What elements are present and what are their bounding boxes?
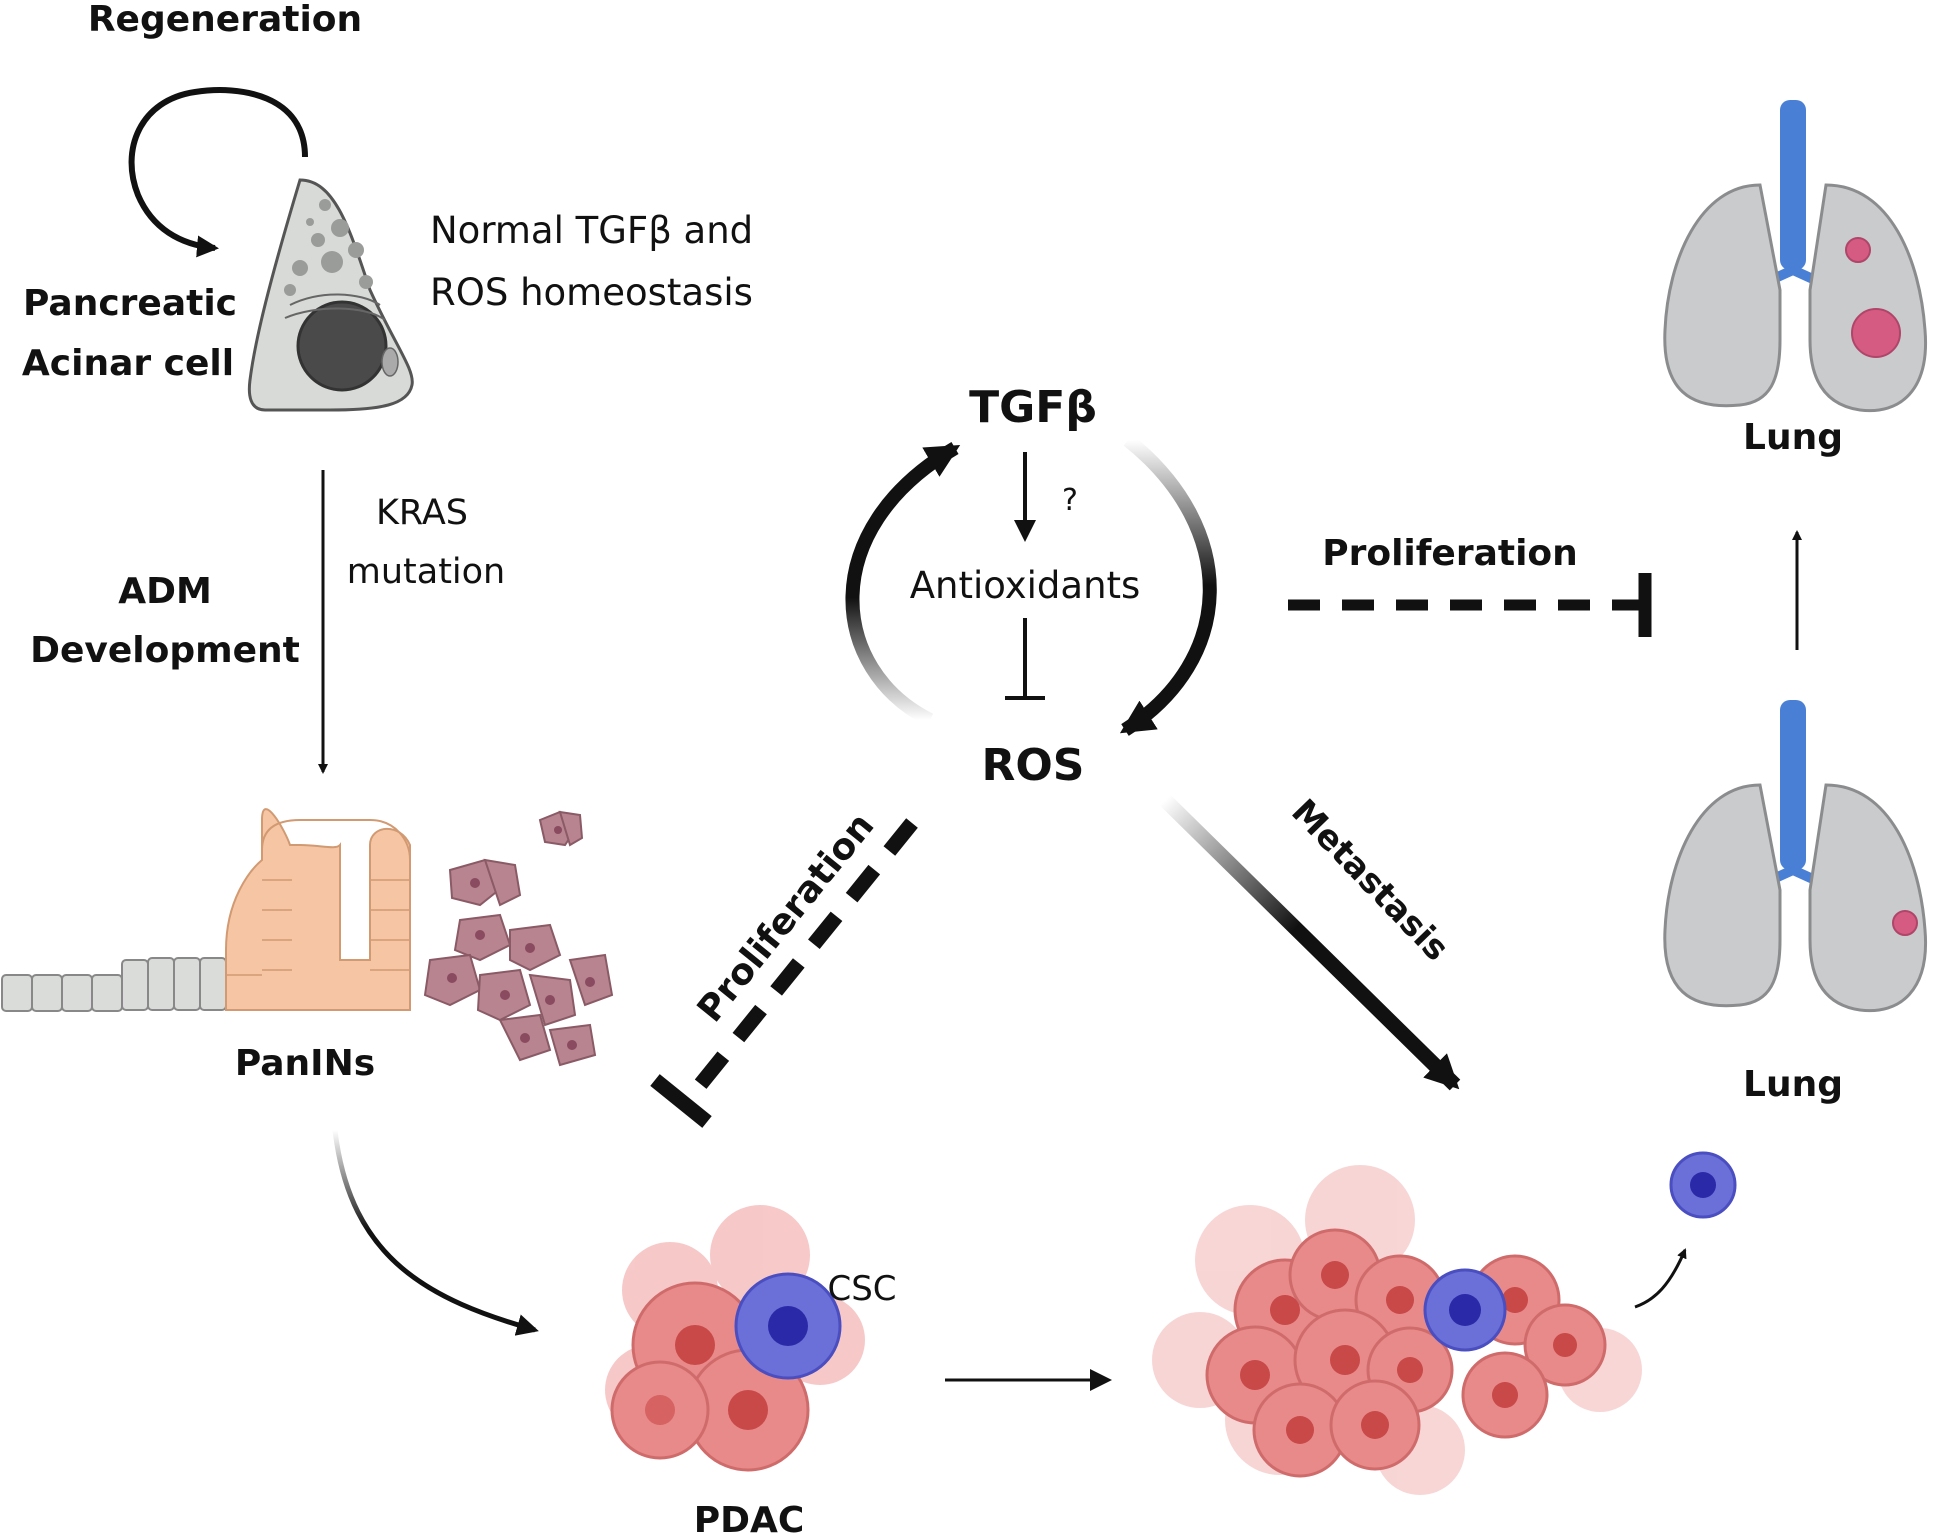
adm-label-line1: ADM xyxy=(118,571,212,612)
tgfb-to-ros-arrow xyxy=(1119,434,1217,736)
antioxidants-inhibit-ros xyxy=(1005,618,1045,700)
acinar-label-line1: Pancreatic xyxy=(23,283,237,324)
proliferation-inhibition-left xyxy=(650,818,918,1128)
csc-label: CSC xyxy=(827,1269,896,1309)
lung-bottom-label: Lung xyxy=(1743,1064,1843,1105)
normal-homeostasis-line1: Normal TGFβ and xyxy=(430,209,753,252)
kras-label-line2: mutation xyxy=(347,552,506,592)
metastatic-tumor-illustration xyxy=(1152,1165,1642,1495)
csc-cell xyxy=(734,1272,842,1380)
pdac-tumor-illustration xyxy=(605,1205,865,1472)
kras-label-line1: KRAS xyxy=(376,493,468,533)
tgfb-label: TGFβ xyxy=(969,382,1097,433)
proliferation-left-label: Proliferation xyxy=(690,806,883,1030)
question-label: ? xyxy=(1062,483,1078,518)
adm-label-line2: Development xyxy=(30,630,300,671)
acinar-label-line2: Acinar cell xyxy=(22,343,234,384)
regeneration-loop-arrow xyxy=(128,87,308,258)
regeneration-label: Regeneration xyxy=(88,0,362,40)
proliferation-inhibition-top xyxy=(1288,573,1652,637)
panins-to-pdac-arrow xyxy=(332,1129,539,1336)
ros-to-tgfb-arrow xyxy=(845,441,961,727)
escape-arrow xyxy=(1634,1248,1687,1309)
metastasis-arrow xyxy=(1159,794,1461,1091)
proliferation-top-label: Proliferation xyxy=(1322,533,1578,574)
lung-bottom-illustration xyxy=(1663,700,1928,1013)
lung-top-label: Lung xyxy=(1743,417,1843,458)
lung-top-illustration xyxy=(1663,100,1928,413)
acinar-cell-illustration xyxy=(247,178,414,412)
normal-homeostasis-line2: ROS homeostasis xyxy=(430,271,753,314)
pdac-label: PDAC xyxy=(694,1500,805,1536)
antioxidants-label: Antioxidants xyxy=(910,564,1141,607)
ros-label: ROS xyxy=(982,740,1085,791)
panins-label: PanINs xyxy=(235,1043,375,1084)
circulating-csc-cell xyxy=(1669,1151,1737,1219)
metastatic-csc-cell xyxy=(1423,1268,1507,1352)
panins-illustration xyxy=(1,808,614,1067)
